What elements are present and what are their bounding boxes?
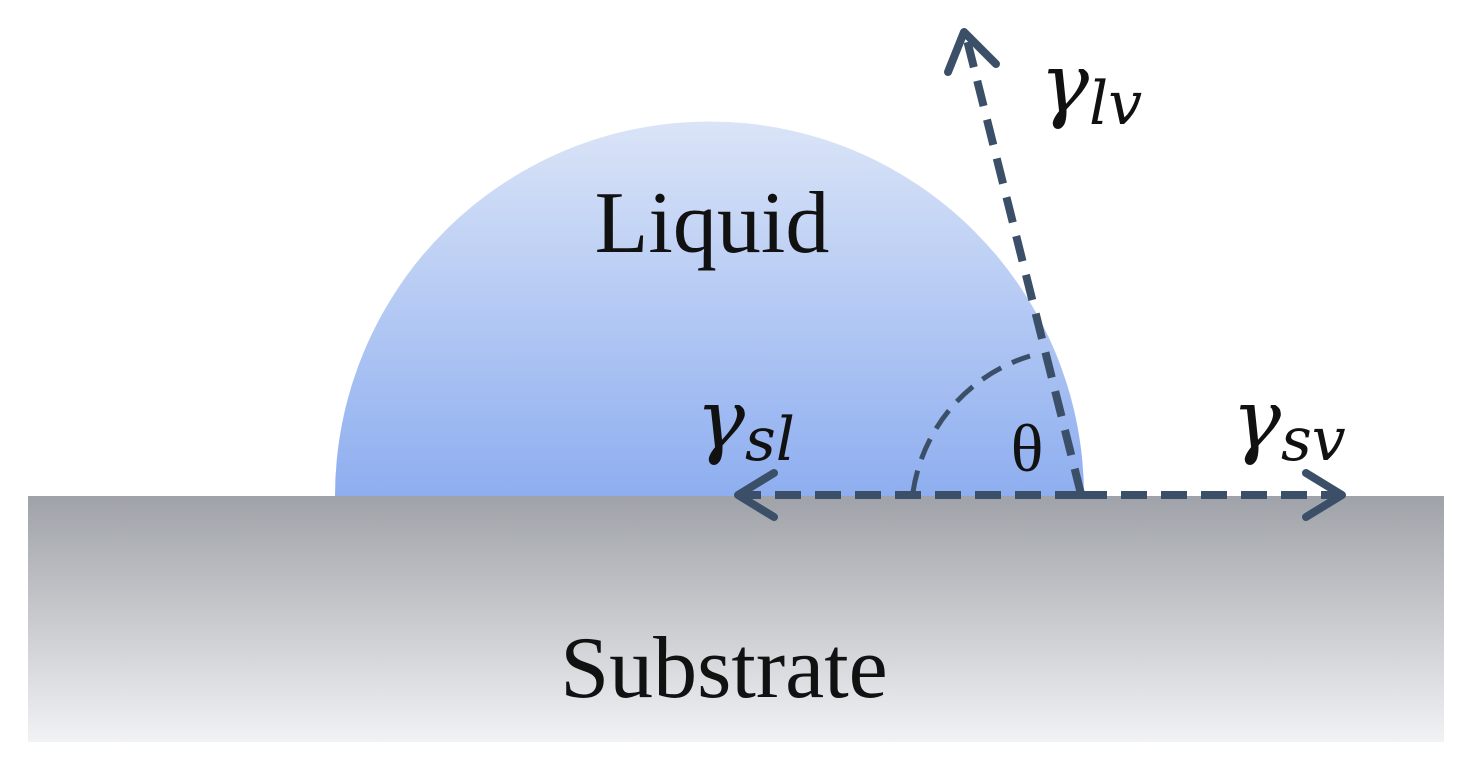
gamma-lv-label: γlv <box>1040 37 1142 139</box>
gamma-sv-subscript: sv <box>1281 405 1346 475</box>
gamma-lv-arrowhead <box>944 28 1000 76</box>
liquid-label: Liquid <box>595 175 830 272</box>
theta-label: θ <box>1011 410 1044 486</box>
gamma-sl-label: γsl <box>696 373 795 475</box>
gamma-sl-subscript: sl <box>745 405 795 475</box>
substrate-block <box>28 496 1444 742</box>
gamma-sv-arrowhead <box>1302 469 1346 521</box>
gamma-lv-symbol: γ <box>1040 37 1090 132</box>
gamma-sl-arrowhead <box>734 469 778 521</box>
gamma-lv-subscript: lv <box>1089 69 1142 139</box>
gamma-sv-label: γsv <box>1232 373 1346 475</box>
gamma-sv-symbol: γ <box>1232 373 1282 468</box>
substrate-label: Substrate <box>560 620 888 717</box>
gamma-sl-symbol: γ <box>696 373 746 468</box>
liquid-droplet <box>335 121 1084 497</box>
